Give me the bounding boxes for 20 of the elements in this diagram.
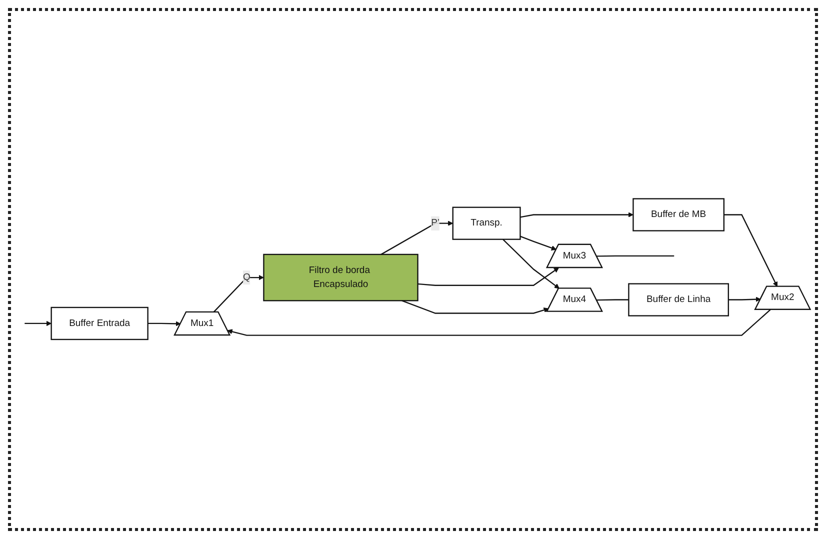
arrow [520, 236, 556, 251]
connector [596, 256, 674, 258]
node-box: Buffer Entrada [50, 307, 148, 340]
arrow [728, 297, 761, 302]
arrow [227, 310, 771, 336]
arrow [724, 214, 778, 288]
edge-label: P’ [431, 218, 440, 228]
arrow [520, 212, 634, 218]
arrow [502, 239, 560, 290]
arrow [148, 321, 181, 327]
node-box: Filtro de borda Encapsulado [263, 254, 418, 302]
node-box: Buffer de Linha [628, 284, 729, 317]
node-box: Transp. [452, 207, 521, 240]
node-box: Buffer de MB [632, 198, 724, 232]
arrow [380, 221, 454, 256]
arrow [213, 275, 264, 313]
arrow [418, 268, 559, 286]
edge-label: Q [243, 272, 250, 283]
connector [596, 300, 629, 302]
arrow [24, 321, 52, 326]
